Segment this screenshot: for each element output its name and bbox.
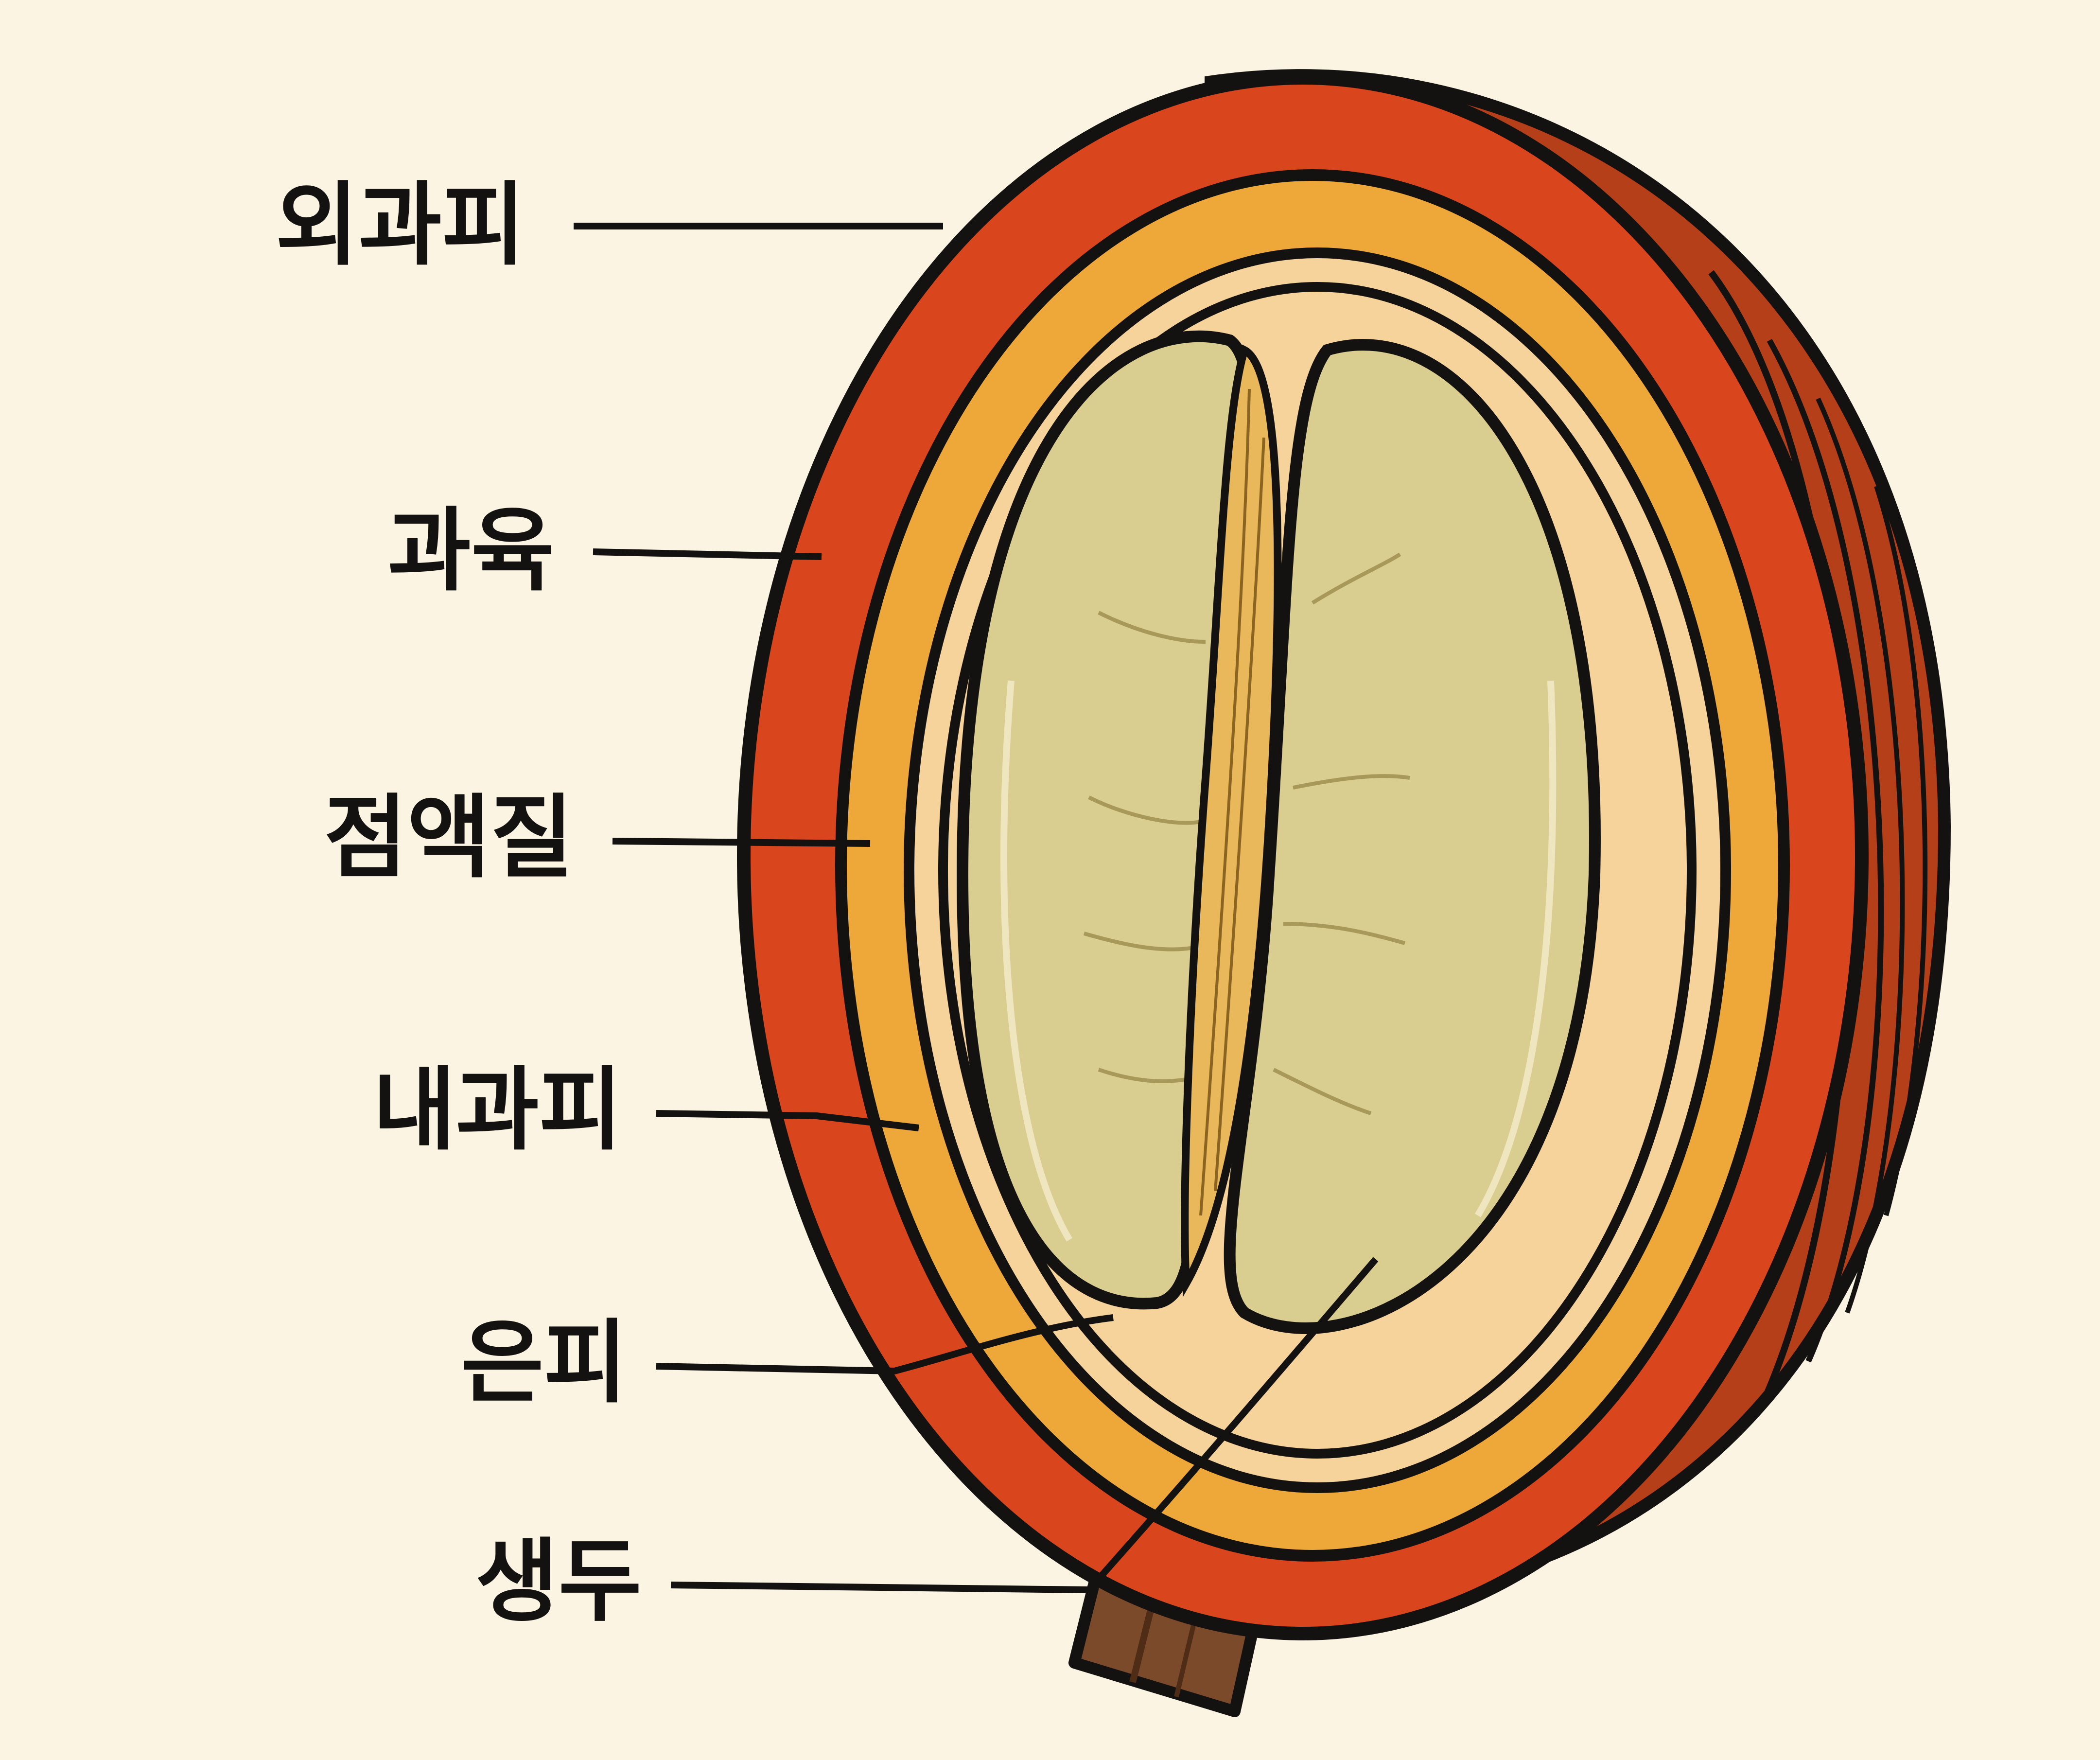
label-mesocarp: 과육 [387, 498, 554, 603]
label-mucilage: 점액질 [324, 785, 574, 890]
label-silverskin: 은피 [460, 1310, 627, 1415]
leader-lines [574, 223, 1379, 1594]
leader-line-mucilage [612, 838, 871, 847]
label-exocarp: 외과피 [275, 172, 525, 278]
green-bean-right [1224, 339, 1601, 1334]
leader-line-endocarp [656, 1110, 919, 1131]
endocarp-layer [938, 282, 1697, 1459]
leader-line-silverskin [656, 1314, 1114, 1375]
label-green-bean: 생두 [475, 1529, 642, 1634]
silverskin-fold [1181, 344, 1282, 1297]
leader-line-green-bean [670, 1257, 1379, 1594]
label-endocarp: 내과피 [372, 1057, 622, 1162]
leader-line-mesocarp [593, 548, 822, 560]
